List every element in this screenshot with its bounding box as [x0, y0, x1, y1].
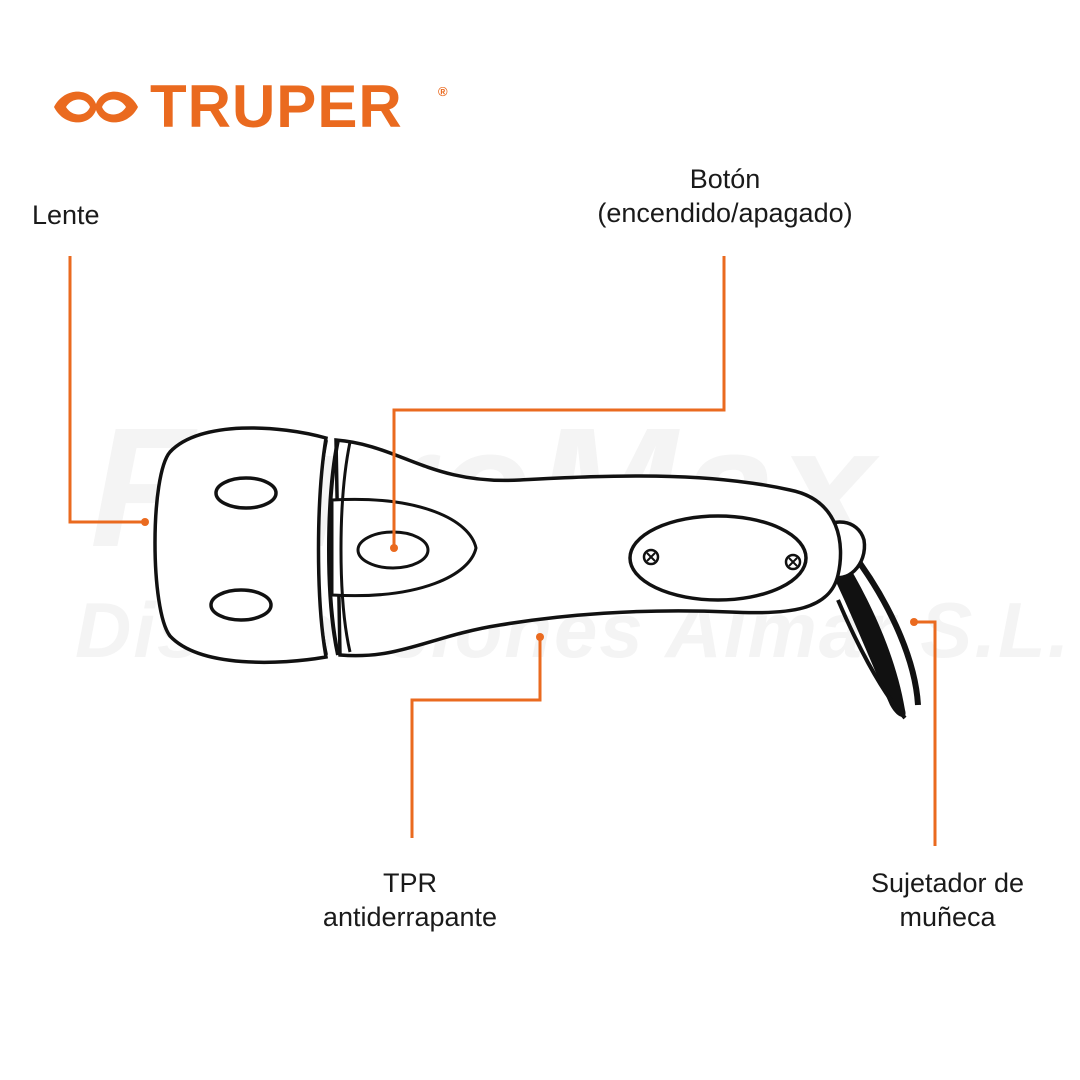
registered-mark: ®: [438, 84, 448, 99]
leader-lente: [68, 256, 149, 526]
label-sujetador-subtitle: muñeca: [899, 902, 996, 932]
label-boton-title: Botón: [689, 164, 761, 194]
label-lente: Lente: [32, 200, 100, 230]
truper-logo-icon: [54, 91, 138, 123]
rear-plate: [628, 514, 808, 602]
label-tpr: TPR antiderrapante: [290, 866, 530, 934]
label-sujetador-title: Sujetador de: [870, 868, 1025, 898]
label-boton-subtitle: (encendido/apagado): [597, 198, 853, 228]
screw-icon: [642, 548, 660, 566]
label-sujetador: Sujetador de muñeca: [845, 866, 1050, 934]
flashlight-head: [153, 426, 329, 665]
logo-wordmark: TRUPER: [150, 73, 403, 140]
leader-sujetador: [910, 618, 937, 846]
label-tpr-subtitle: antiderrapante: [322, 902, 498, 932]
leader-boton: [390, 256, 726, 552]
head-vent: [214, 476, 278, 510]
head-vent: [209, 588, 273, 622]
label-tpr-title: TPR: [383, 868, 437, 898]
screw-icon: [784, 553, 802, 571]
label-boton: Botón (encendido/apagado): [560, 162, 890, 230]
leader-tpr: [410, 633, 544, 838]
wrist-strap: [828, 545, 921, 720]
flashlight-handle: [334, 438, 843, 658]
truper-logo: TRUPER: [50, 72, 403, 142]
